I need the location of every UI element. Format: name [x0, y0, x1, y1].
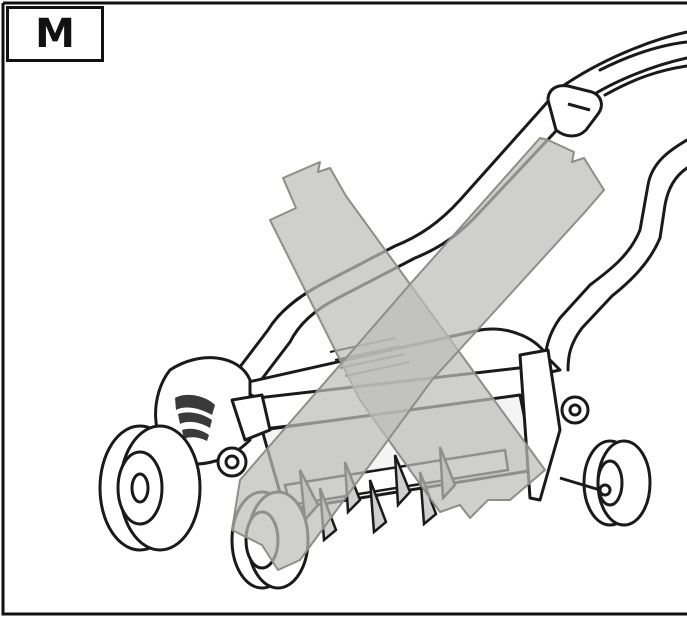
prohibition-x-mark	[231, 137, 605, 571]
vent-grille	[175, 394, 215, 441]
rear-left-wheel	[98, 424, 202, 552]
figure-label-box: M	[6, 6, 104, 62]
right-axle	[559, 476, 601, 492]
adjuster-knob-left	[216, 446, 248, 478]
adjuster-knob-right	[560, 395, 590, 425]
figure-label: M	[35, 11, 75, 57]
switch-housing	[546, 84, 603, 138]
front-right-wheel	[582, 439, 652, 527]
